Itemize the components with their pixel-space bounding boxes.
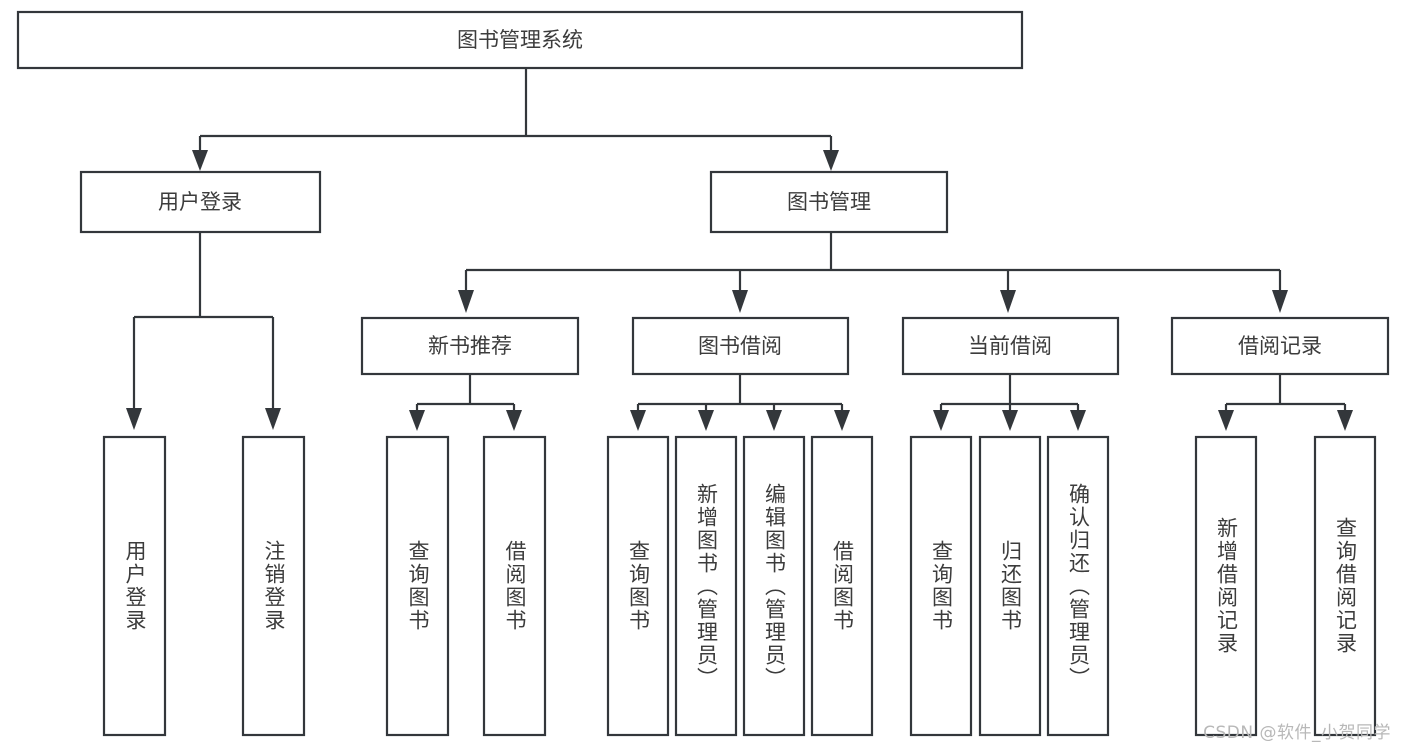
leaf-box-bb-query-book[interactable] [606,435,670,737]
leaf-box-bb-borrow-book[interactable] [810,435,874,737]
connector-root-to-level2 [192,68,839,171]
node-borrow-record[interactable]: 借阅记录 [1170,316,1390,376]
node-book-management-label: 图书管理 [787,190,871,214]
connector-bookmanage-to-level3 [458,232,1288,313]
leaf-box-nb-borrow-book[interactable] [482,435,547,737]
node-root-system-label: 图书管理系统 [457,28,583,52]
arrow-icon-bb-leaf-3 [766,410,782,431]
node-book-management[interactable]: 图书管理 [709,170,949,234]
arrow-icon-to-borrow-record [1272,290,1288,313]
node-book-management-box [709,170,949,234]
connector-bookborrow-to-leaves [630,374,850,431]
node-user-login-box [79,170,322,234]
node-current-borrow-label: 当前借阅 [968,334,1052,358]
arrow-icon-nb-leaf-2 [506,410,522,431]
node-book-borrow-label: 图书借阅 [698,334,782,358]
csdn-watermark: CSDN @软件_小贺同学 [1203,723,1391,743]
arrow-icon-to-current-borrow [1000,290,1016,313]
node-book-borrow-box [631,316,850,376]
arrow-icon-cb-leaf-3 [1070,410,1086,431]
arrow-icon-bb-leaf-4 [834,410,850,431]
leaf-box-user-login[interactable] [102,435,167,737]
leaf-box-br-query-record[interactable] [1313,435,1377,737]
leaf-box-bb-edit-book-admin[interactable] [742,435,806,737]
arrow-icon-leaf-logout [265,408,281,430]
arrow-icon-br-leaf-1 [1218,410,1234,431]
arrow-icon-bb-leaf-1 [630,410,646,431]
arrow-icon-to-user-login [192,150,208,171]
node-borrow-record-box [1170,316,1390,376]
leaf-box-cb-query-book[interactable] [909,435,973,737]
node-user-login-label: 用户登录 [158,190,242,214]
node-root-system-box [16,10,1024,70]
arrow-icon-leaf-user-login [126,408,142,430]
node-new-book-recommend-label: 新书推荐 [428,334,512,358]
arrow-icon-to-book-borrow [732,290,748,313]
connector-userlogin-to-leaves [126,232,281,430]
arrow-icon-br-leaf-2 [1337,410,1353,431]
node-current-borrow-box [901,316,1120,376]
arrow-icon-cb-leaf-2 [1002,410,1018,431]
leaf-box-cb-confirm-return-admin[interactable] [1046,435,1110,737]
leaf-box-cb-return-book[interactable] [978,435,1042,737]
node-user-login[interactable]: 用户登录 [79,170,322,234]
leaf-box-br-add-record[interactable] [1194,435,1258,737]
arrow-icon-bb-leaf-2 [698,410,714,431]
leaf-box-bb-add-book-admin[interactable] [674,435,738,737]
leaf-box-logout[interactable] [241,435,306,737]
connector-currentborrow-to-leaves [933,374,1086,431]
node-book-borrow[interactable]: 图书借阅 [631,316,850,376]
node-borrow-record-label: 借阅记录 [1238,334,1322,358]
arrow-icon-cb-leaf-1 [933,410,949,431]
node-new-book-recommend[interactable]: 新书推荐 [360,316,580,376]
connector-newbook-to-leaves [409,374,522,431]
arrow-icon-nb-leaf-1 [409,410,425,431]
leaf-box-nb-query-book[interactable] [385,435,450,737]
arrow-icon-to-new-book-rec [458,290,474,313]
node-new-book-recommend-box [360,316,580,376]
connector-borrowrecord-to-leaves [1218,374,1353,431]
node-root-system[interactable]: 图书管理系统 [16,10,1024,70]
leaf-boxes-group [102,435,1377,737]
arrow-icon-to-book-manage [823,150,839,171]
node-current-borrow[interactable]: 当前借阅 [901,316,1120,376]
